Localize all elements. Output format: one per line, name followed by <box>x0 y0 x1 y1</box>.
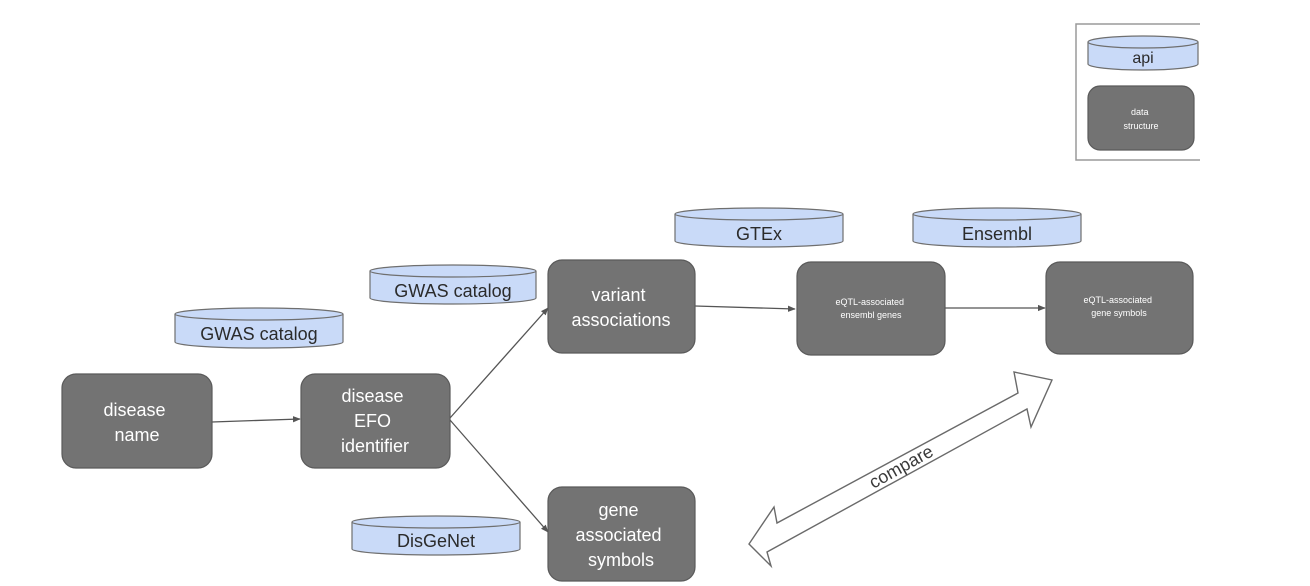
compare-label: compare <box>866 441 937 492</box>
legend-api-label: api <box>1132 50 1153 67</box>
node-eqtl-symbols-line2: gene symbols <box>1091 308 1147 318</box>
node-eqtl-ensembl-genes: eQTL-associated ensembl genes <box>796 261 946 356</box>
edge-efo-to-gene-symbols <box>449 419 549 533</box>
legend-api-cylinder: api <box>1087 35 1199 71</box>
legend-data-structure-label-line2: structure <box>1123 121 1158 131</box>
svg-text:data structure: data structure <box>1123 107 1158 131</box>
node-eqtl-ensembl-line1: eQTL-associated <box>835 297 904 307</box>
node-eqtl-gene-symbols: eQTL-associated gene symbols <box>1045 261 1194 355</box>
api-ensembl: Ensembl <box>912 207 1082 248</box>
edges <box>211 304 1046 533</box>
edge-efo-to-variant <box>449 307 549 419</box>
node-gene-symbols-line3: symbols <box>588 550 654 570</box>
node-eqtl-symbols-line1: eQTL-associated <box>1083 295 1152 305</box>
api-disgenet-label: DisGeNet <box>397 531 475 551</box>
compare-arrow: compare <box>748 371 1053 569</box>
api-gwas-catalog-1: GWAS catalog <box>174 307 344 349</box>
node-disease-name: disease name <box>61 373 213 469</box>
compare-double-arrow <box>748 371 1053 569</box>
svg-text:disease EFO identi: disease EFO identifier <box>341 386 409 456</box>
svg-text:variant associations: variant associations <box>571 285 670 330</box>
node-disease-efo-line3: identifier <box>341 436 409 456</box>
edge-variant-to-eqtl-ensembl <box>694 305 796 312</box>
svg-text:disease name: disease name <box>103 400 170 445</box>
node-gene-associated-symbols: gene associated symbols <box>547 486 696 582</box>
node-disease-efo-identifier: disease EFO identifier <box>300 373 451 469</box>
svg-text:eQTL-associated ensembl: eQTL-associated ensembl genes <box>835 297 906 320</box>
api-disgenet: DisGeNet <box>351 515 521 556</box>
node-eqtl-ensembl-line2: ensembl genes <box>840 310 902 320</box>
api-gwas-catalog-2: GWAS catalog <box>369 264 537 305</box>
node-variant-associations: variant associations <box>547 259 696 354</box>
node-disease-efo-line1: disease <box>341 386 403 406</box>
api-gwas-catalog-2-label: GWAS catalog <box>394 281 511 301</box>
legend: api data structure <box>1075 23 1200 161</box>
svg-text:gene associated sy: gene associated symbols <box>575 500 666 570</box>
node-variant-associations-line2: associations <box>571 310 670 330</box>
node-gene-symbols-line2: associated <box>575 525 661 545</box>
legend-data-structure-box: data structure <box>1087 85 1195 151</box>
node-disease-efo-line2: EFO <box>354 411 391 431</box>
legend-data-structure-label-line1: data <box>1131 107 1149 117</box>
api-gwas-catalog-1-label: GWAS catalog <box>200 324 317 344</box>
api-gtex-label: GTEx <box>736 224 782 244</box>
node-disease-name-line1: disease <box>103 400 165 420</box>
edge-disease-name-to-efo <box>211 416 301 423</box>
api-gtex: GTEx <box>674 207 844 248</box>
node-variant-associations-line1: variant <box>591 285 645 305</box>
node-gene-symbols-line1: gene <box>598 500 638 520</box>
api-ensembl-label: Ensembl <box>962 224 1032 244</box>
svg-text:eQTL-associated gene sym: eQTL-associated gene symbols <box>1083 295 1154 318</box>
node-disease-name-line2: name <box>114 425 159 445</box>
